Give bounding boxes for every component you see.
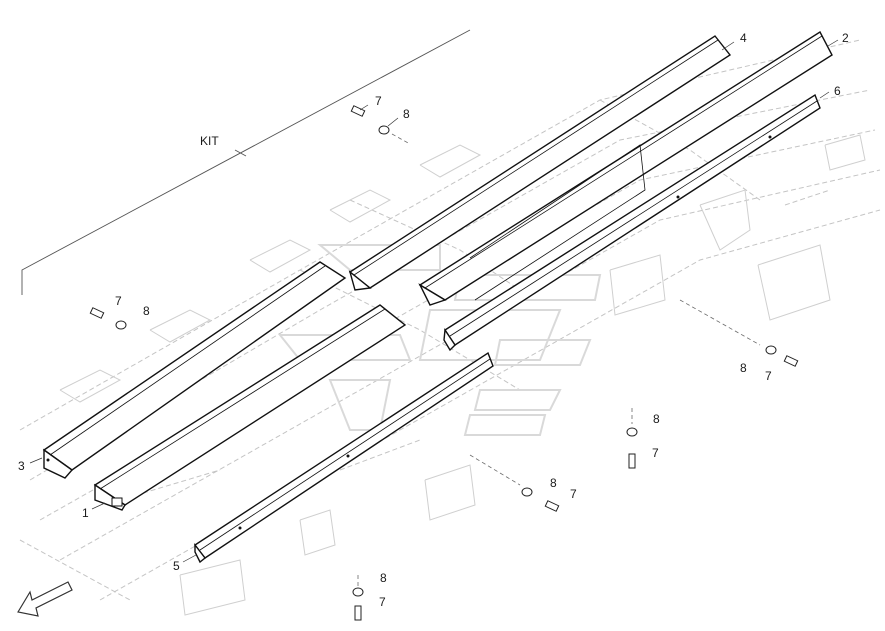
- callout-3: 3: [18, 459, 25, 473]
- part-1-rail[interactable]: [93, 304, 407, 511]
- bolt-washer-group-c[interactable]: [679, 299, 799, 367]
- kit-label: KIT: [200, 134, 219, 148]
- callout-leaders: [29, 39, 839, 563]
- callout-2: 2: [842, 31, 849, 45]
- callout-7-b: 7: [115, 294, 122, 308]
- callout-7-f: 7: [379, 595, 386, 609]
- callout-8-e: 8: [550, 476, 557, 490]
- callout-7-a: 7: [375, 94, 382, 108]
- bolt-washer-group-f[interactable]: [352, 575, 364, 621]
- callout-7-c: 7: [765, 369, 772, 383]
- callout-8-b: 8: [143, 304, 150, 318]
- callout-5: 5: [173, 559, 180, 573]
- callout-6: 6: [834, 84, 841, 98]
- part-2-rail[interactable]: [418, 31, 833, 306]
- callout-7-d: 7: [652, 446, 659, 460]
- forward-arrow-icon: [17, 581, 73, 617]
- callout-8-d: 8: [653, 412, 660, 426]
- callout-8-c: 8: [740, 361, 747, 375]
- callout-8-a: 8: [403, 107, 410, 121]
- callout-4: 4: [740, 31, 747, 45]
- bolt-washer-group-d[interactable]: [626, 408, 638, 469]
- bolt-washer-group-a[interactable]: [350, 105, 411, 145]
- callout-1: 1: [82, 506, 89, 520]
- callout-7-e: 7: [570, 487, 577, 501]
- callout-labels: 4 2 6 3 1 5 7 8 7 8 8 7 8 7 8 7 8 7: [18, 31, 849, 609]
- bolt-washer-group-b[interactable]: [89, 307, 127, 330]
- part-3-rail[interactable]: [42, 261, 347, 479]
- callout-8-f: 8: [380, 571, 387, 585]
- part-4-rail[interactable]: [348, 35, 732, 291]
- part-5-strip[interactable]: [193, 351, 494, 564]
- bolt-washer-group-e[interactable]: [469, 454, 560, 512]
- kit-bracket: [21, 29, 471, 295]
- part-6-strip[interactable]: [443, 93, 821, 352]
